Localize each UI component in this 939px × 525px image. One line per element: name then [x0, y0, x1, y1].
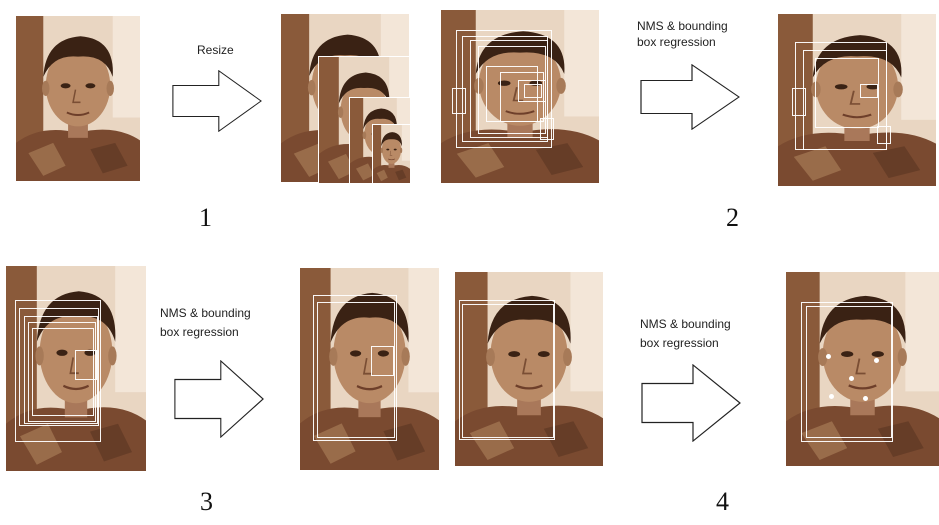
final-box	[801, 302, 893, 442]
rnet-refined-box	[313, 295, 397, 441]
rnet-refined-box	[317, 302, 395, 438]
refined-box	[860, 84, 878, 98]
refined-box	[803, 50, 887, 150]
landmark-nose-icon	[849, 376, 854, 381]
rnet-refined-box	[371, 346, 394, 376]
landmark-mouth-right-icon	[863, 396, 868, 401]
rnet-box	[15, 300, 101, 442]
rnet-box	[28, 322, 96, 422]
final-box	[806, 306, 892, 438]
candidate-box	[500, 72, 544, 122]
candidate-box	[540, 118, 554, 140]
nms-arrow-2-icon	[174, 360, 264, 438]
refined-box	[877, 126, 891, 144]
input-face-photo	[16, 16, 140, 181]
candidate-box	[524, 84, 542, 98]
step-label-3: 3	[200, 487, 213, 516]
candidate-box	[518, 80, 546, 102]
step-label-1: 1	[199, 203, 212, 232]
nms-caption-1-line1: NMS & bounding	[637, 19, 728, 33]
candidate-box	[452, 88, 466, 114]
nms-caption-1-line2: box regression	[637, 35, 716, 49]
refined-box	[815, 58, 879, 128]
nms-arrow-1-icon	[640, 64, 740, 130]
refined-box	[792, 88, 806, 116]
nms-caption-2-line2: box regression	[160, 325, 239, 339]
step-label-2: 2	[726, 203, 739, 232]
resize-arrow-icon	[172, 70, 262, 132]
rnet-box	[32, 328, 94, 416]
resize-caption: Resize	[197, 43, 234, 57]
nms-arrow-3-icon	[641, 364, 741, 442]
nms-caption-3-line2: box regression	[640, 336, 719, 350]
rnet-box	[75, 350, 97, 380]
rnet-box	[24, 316, 98, 424]
landmark-left-eye-icon	[826, 354, 831, 359]
rnet-box	[19, 308, 99, 426]
landmark-right-eye-icon	[874, 358, 879, 363]
candidate-box	[456, 30, 552, 148]
onet-box	[459, 300, 555, 440]
nms-caption-2-line1: NMS & bounding	[160, 306, 251, 320]
landmark-mouth-left-icon	[829, 394, 834, 399]
candidate-box	[470, 40, 548, 138]
onet-box	[462, 304, 554, 438]
step-label-4: 4	[716, 487, 729, 516]
nms-caption-3-line1: NMS & bounding	[640, 317, 731, 331]
pyramid-level-4	[372, 124, 411, 184]
